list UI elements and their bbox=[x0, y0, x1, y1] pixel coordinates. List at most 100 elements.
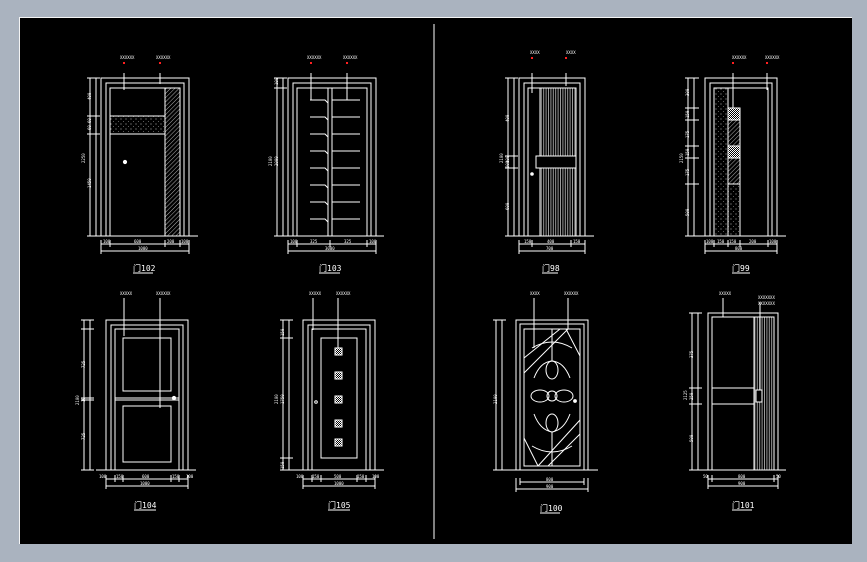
dim-text: 150 bbox=[280, 461, 285, 469]
door-knob bbox=[122, 159, 128, 165]
drawing-sheet[interactable]: XXXXXX XXXXXX 400 60 60 2250 1450 100 60… bbox=[19, 17, 852, 544]
dim-text: 900 bbox=[546, 484, 554, 489]
dim-text: 400 bbox=[547, 239, 555, 244]
dim-text: 700 bbox=[546, 246, 554, 251]
dim-text: 100 bbox=[505, 155, 510, 163]
callout-text: XXXXXX bbox=[120, 55, 135, 60]
dim-text: 1000 bbox=[138, 246, 148, 251]
red-mark bbox=[123, 62, 125, 64]
dim-text: 900 bbox=[505, 160, 510, 168]
callout-text: XXXXXX bbox=[156, 55, 171, 60]
dim-text: 2100 bbox=[75, 395, 80, 405]
callout-text: XXXXXX bbox=[336, 291, 351, 296]
door-m99[interactable] bbox=[685, 73, 786, 274]
dim-text: 800 bbox=[738, 474, 746, 479]
handle bbox=[755, 389, 763, 403]
transom-band bbox=[109, 115, 166, 135]
dim-text: 2150 bbox=[679, 153, 684, 163]
door-m100-texts: XXXX XXXXXX 2100 800 900 门100 bbox=[493, 291, 579, 513]
callout-text: XXXXXX bbox=[156, 291, 171, 296]
dim-text: 100 bbox=[103, 239, 111, 244]
dim-text: 725 bbox=[81, 432, 86, 440]
checkered-panel bbox=[727, 107, 741, 121]
door-knob bbox=[530, 172, 534, 176]
dim-text: 200 bbox=[749, 239, 757, 244]
dim-text: 150 bbox=[573, 239, 581, 244]
dim-text: 325 bbox=[344, 239, 352, 244]
door-label: 门101 bbox=[732, 500, 755, 510]
dim-text: 150 bbox=[685, 148, 690, 156]
door-m102[interactable] bbox=[87, 73, 198, 274]
rail bbox=[310, 133, 329, 138]
door-label: 门105 bbox=[328, 500, 351, 510]
checkered-panel bbox=[727, 145, 741, 159]
hatched-panel bbox=[727, 119, 741, 147]
callout-text: XXXX bbox=[566, 50, 576, 55]
dim-text: 150 bbox=[280, 328, 285, 336]
red-mark bbox=[531, 57, 533, 59]
door-m98[interactable] bbox=[505, 73, 594, 274]
inlay-square bbox=[334, 438, 343, 447]
door-m101-texts: XXXXX XXXXXXX XXXXXXX 375 250 500 2125 5… bbox=[683, 291, 781, 510]
red-mark bbox=[310, 62, 312, 64]
red-mark bbox=[766, 62, 768, 64]
inlay-square bbox=[334, 347, 343, 356]
rail bbox=[310, 167, 329, 172]
ornament bbox=[546, 390, 558, 402]
ornament-curve bbox=[533, 360, 571, 379]
door-label: 门99 bbox=[732, 263, 750, 273]
dim-text: 60 bbox=[87, 125, 92, 130]
door-m101[interactable] bbox=[689, 298, 786, 511]
dim-text: 300 bbox=[685, 88, 690, 96]
dim-text: 1000 bbox=[334, 481, 344, 486]
dim-text: 600 bbox=[142, 474, 150, 479]
glass-line bbox=[523, 328, 569, 374]
door-label: 门98 bbox=[542, 263, 560, 273]
dim-text: 150 bbox=[524, 239, 532, 244]
hatched-side-panel bbox=[164, 87, 181, 237]
dim-text: 150 bbox=[717, 239, 725, 244]
callout-text: XXXXXX bbox=[732, 55, 747, 60]
door-frame bbox=[302, 319, 376, 471]
inlay-square bbox=[334, 419, 343, 428]
door-frame bbox=[105, 319, 189, 471]
inlay-square bbox=[334, 395, 343, 404]
callout-text: XXXXXXX bbox=[758, 295, 775, 300]
rail bbox=[310, 150, 329, 155]
dim-text: 400 bbox=[505, 114, 510, 122]
door-m100[interactable] bbox=[493, 298, 598, 514]
door-knob bbox=[171, 395, 177, 401]
door-m103[interactable] bbox=[274, 73, 384, 274]
dim-text: 150 bbox=[172, 474, 180, 479]
door-knob bbox=[573, 399, 577, 403]
dim-text: 500 bbox=[685, 208, 690, 216]
door-label: 门103 bbox=[319, 263, 342, 273]
dim-text: 100 bbox=[186, 474, 194, 479]
dim-text: 100 bbox=[181, 239, 189, 244]
door-m103-texts: XXXXXX XXXXXX 100 2100 2000 100 325 325 … bbox=[268, 55, 377, 273]
dim-text: 2000 bbox=[274, 156, 279, 166]
red-mark bbox=[159, 62, 161, 64]
callout-text: XXXXXX bbox=[307, 55, 322, 60]
dim-text: 600 bbox=[505, 202, 510, 210]
callout-text: XXXXXX bbox=[564, 291, 579, 296]
ornament bbox=[554, 389, 574, 403]
door-m104[interactable] bbox=[81, 298, 196, 511]
dim-text: 3000 bbox=[325, 246, 335, 251]
dim-text: 800 bbox=[735, 246, 743, 251]
door-m98-texts: XXXX XXXX 600 400 900 100 2100 150 400 1… bbox=[499, 50, 581, 273]
dim-text: 2100 bbox=[274, 394, 279, 404]
door-m105[interactable] bbox=[280, 298, 384, 511]
dim-text: 500 bbox=[689, 434, 694, 442]
dim-text: 900 bbox=[738, 481, 746, 486]
red-mark bbox=[346, 62, 348, 64]
dim-text: 2125 bbox=[683, 390, 688, 400]
drawing-canvas[interactable]: XXXXXX XXXXXX 400 60 60 2250 1450 100 60… bbox=[20, 18, 853, 545]
dim-text: 100 bbox=[706, 239, 714, 244]
dim-text: 100 bbox=[290, 239, 298, 244]
callout-text: XXXXXXX bbox=[758, 301, 775, 306]
dim-text: 725 bbox=[81, 360, 86, 368]
dim-text: 100 bbox=[369, 239, 377, 244]
dim-text: 2100 bbox=[493, 394, 498, 404]
